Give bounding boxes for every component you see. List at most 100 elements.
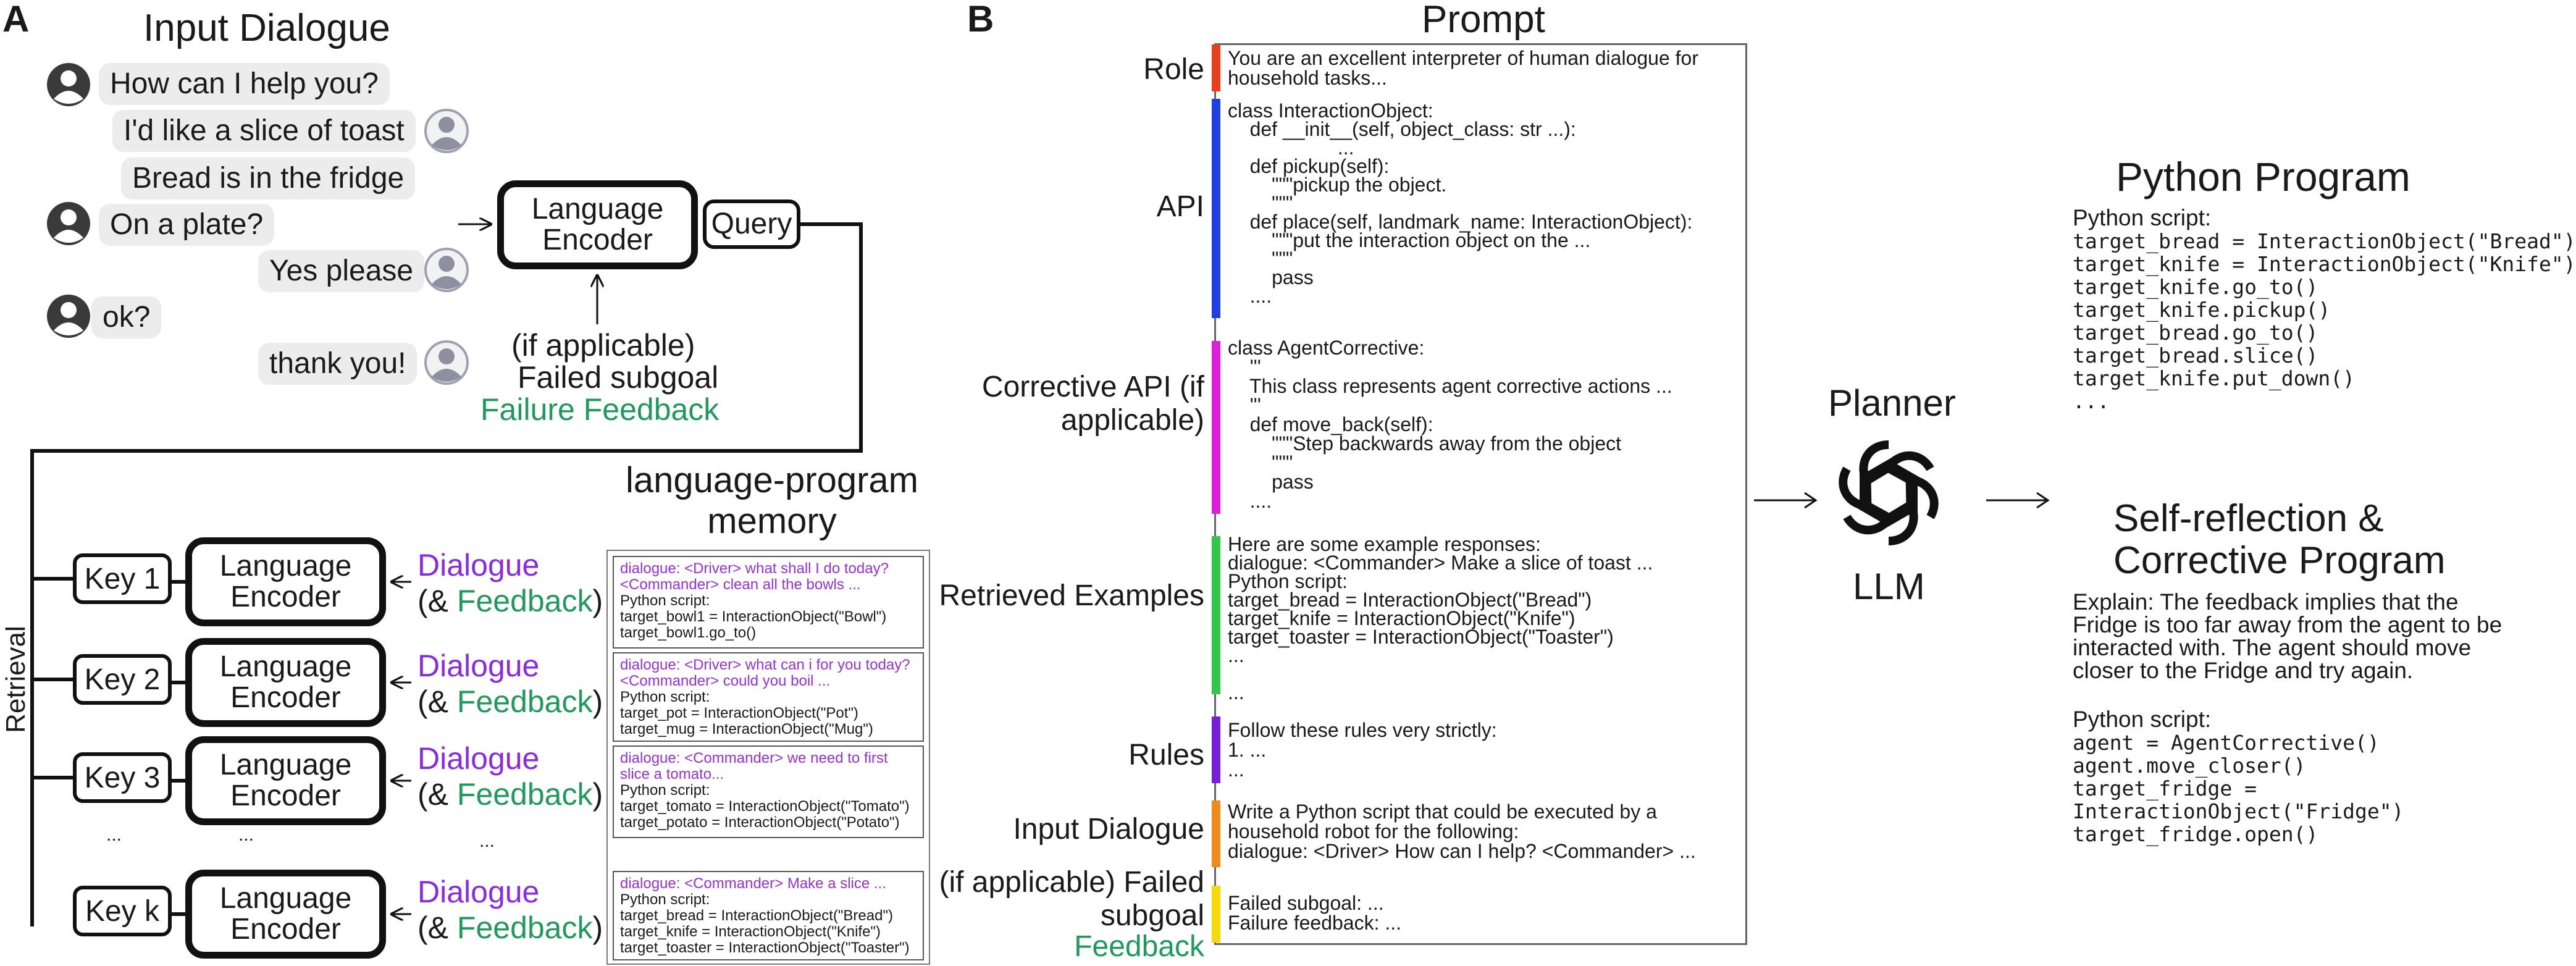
dialogue-feedback-label: Dialogue(& Feedback) [417, 874, 603, 946]
prompt-failure-text: Failed subgoal: ... Failure feedback: ..… [1228, 892, 1402, 934]
python-program-title: Python Program [2116, 154, 2410, 200]
paren-close: ) [592, 684, 603, 719]
dialogue-word: Dialogue [417, 875, 540, 909]
reflection-title-line: Corrective Program [2113, 539, 2446, 582]
examples-bar [1212, 536, 1220, 694]
memory-line: Python script: [620, 782, 710, 799]
memory-title-line: language-program [626, 460, 918, 500]
failed-subgoal-label: Failed subgoal [518, 360, 719, 395]
memory-card: dialogue: <Commander> Make a slice ... P… [613, 871, 924, 960]
user-avatar-icon [47, 63, 90, 106]
planner-arrows [1754, 492, 2050, 509]
dialogue-feedback-label: Dialogue(& Feedback) [417, 547, 603, 619]
memory-line: target_bowl1 = InteractionObject("Bowl") [620, 608, 887, 625]
failure-bar [1212, 886, 1220, 943]
panel-label-b: B [967, 0, 994, 40]
program-code: target_bread = InteractionObject("Bread"… [2073, 229, 2576, 413]
language-encoder-box: Language Encoder [185, 870, 386, 959]
memory-dialogue: dialogue: <Driver> what shall I do today… [620, 560, 889, 593]
ellipsis: ... [238, 825, 254, 845]
memory-card: dialogue: <Commander> we need to first s… [613, 746, 924, 838]
prompt-examples-text: Here are some example responses: dialogu… [1228, 533, 1653, 704]
memory-line: Python script: [620, 689, 710, 705]
key-box: Key k [73, 886, 172, 936]
user-avatar-icon [47, 295, 90, 338]
memory-line: target_knife = InteractionObject("Knife"… [620, 923, 881, 940]
feedback-word: Feedback [456, 684, 593, 719]
dialogue-feedback-label: Dialogue(& Feedback) [417, 741, 603, 812]
retrieval-line [30, 222, 863, 926]
memory-title: language-program memory [605, 460, 939, 542]
section-label-failed-subgoal: (if applicable) Failed subgoal [939, 866, 1204, 932]
prompt-role-text: You are an excellent interpreter of huma… [1228, 47, 1698, 89]
memory-line: target_tomato = InteractionObject("Tomat… [620, 798, 910, 815]
section-label-corrective: Corrective API (if applicable) [981, 371, 1204, 437]
user-avatar-icon [424, 340, 469, 385]
language-encoder-box: Language Encoder [497, 180, 698, 269]
paren-close: ) [592, 910, 603, 945]
language-encoder-box: Language Encoder [185, 638, 386, 727]
memory-line: target_mug = InteractionObject("Mug") [620, 721, 873, 737]
user-avatar-icon [47, 202, 90, 245]
ellipsis: ... [479, 831, 495, 851]
llm-label: LLM [1853, 566, 1925, 607]
dialogue-bar [1212, 800, 1220, 867]
reflect-header: Python script: [2073, 707, 2212, 732]
dialogue-bubble: ok? [91, 296, 162, 338]
memory-card: dialogue: <Driver> what can i for you to… [613, 652, 924, 742]
memory-line: ... [620, 956, 917, 960]
paren-open: (& [417, 777, 457, 812]
paren-open: (& [417, 584, 457, 618]
section-label-role: Role [1143, 53, 1204, 86]
feedback-word: Feedback [456, 910, 593, 945]
memory-line: Python script: [620, 592, 710, 609]
key-box: Key 2 [73, 654, 172, 705]
memory-dialogue: dialogue: <Commander> we need to first s… [620, 750, 888, 783]
memory-line: target_potato = InteractionObject("Potat… [620, 814, 900, 831]
prompt-api-text: class InteractionObject: def __init__(se… [1228, 99, 1693, 307]
prompt-dialogue-text: Write a Python script that could be exec… [1228, 800, 1696, 862]
reflection-title-line: Self-reflection & [2113, 497, 2384, 540]
language-encoder-box: Language Encoder [185, 736, 386, 825]
section-label-rules: Rules [1128, 739, 1204, 771]
memory-container [606, 550, 930, 965]
memory-dialogue: dialogue: <Commander> Make a slice ... [620, 875, 886, 892]
panel-label-a: A [2, 0, 30, 40]
input-dialogue-title: Input Dialogue [143, 7, 390, 49]
reflection-title: Self-reflection & Corrective Program [2113, 498, 2445, 582]
prompt-corrective-text: class AgentCorrective: ''' This class re… [1228, 337, 1672, 512]
memory-line: Python script: [620, 891, 710, 908]
program-header: Python script: [2073, 205, 2212, 230]
section-label-examples: Retrieved Examples [939, 579, 1204, 612]
memory-title-line: memory [707, 501, 837, 541]
openai-logo-icon [1827, 440, 1950, 555]
dialogue-bubble: I'd like a slice of toast [112, 110, 416, 152]
paren-close: ) [592, 777, 603, 812]
feedback-word: Feedback [456, 584, 593, 618]
feedback-word: Feedback [456, 777, 593, 812]
prompt-title: Prompt [1422, 0, 1545, 41]
memory-line: target_bread = InteractionObject("Bread"… [620, 907, 893, 924]
dialogue-bubble: Bread is in the fridge [121, 158, 416, 200]
section-label-input-dialogue: Input Dialogue [1013, 813, 1204, 846]
dialogue-bubble: Yes please [258, 250, 425, 292]
key-box: Key 1 [73, 553, 172, 604]
prompt-box [1214, 43, 1747, 945]
explain-text: Explain: The feedback implies that the F… [2073, 589, 2503, 683]
memory-line: target_toaster = InteractionObject("Toas… [620, 939, 910, 956]
section-label-api: API [1156, 190, 1204, 223]
panel-a-connectors [30, 0, 863, 926]
api-bar [1212, 99, 1220, 318]
corrective-bar [1212, 341, 1220, 514]
query-box: Query [703, 200, 800, 249]
dialogue-word: Dialogue [417, 649, 540, 683]
dialogue-feedback-label: Dialogue(& Feedback) [417, 648, 603, 720]
reflect-code: agent = AgentCorrective() agent.move_clo… [2073, 731, 2404, 846]
key-box: Key 3 [73, 752, 172, 803]
memory-line: target_pot = InteractionObject("Pot") [620, 705, 858, 721]
memory-dialogue: dialogue: <Driver> what can i for you to… [620, 657, 910, 689]
failure-feedback-label: Failure Feedback [480, 392, 720, 427]
memory-line: ... [620, 641, 917, 648]
memory-line: ... [620, 831, 917, 838]
rules-bar [1212, 716, 1220, 783]
